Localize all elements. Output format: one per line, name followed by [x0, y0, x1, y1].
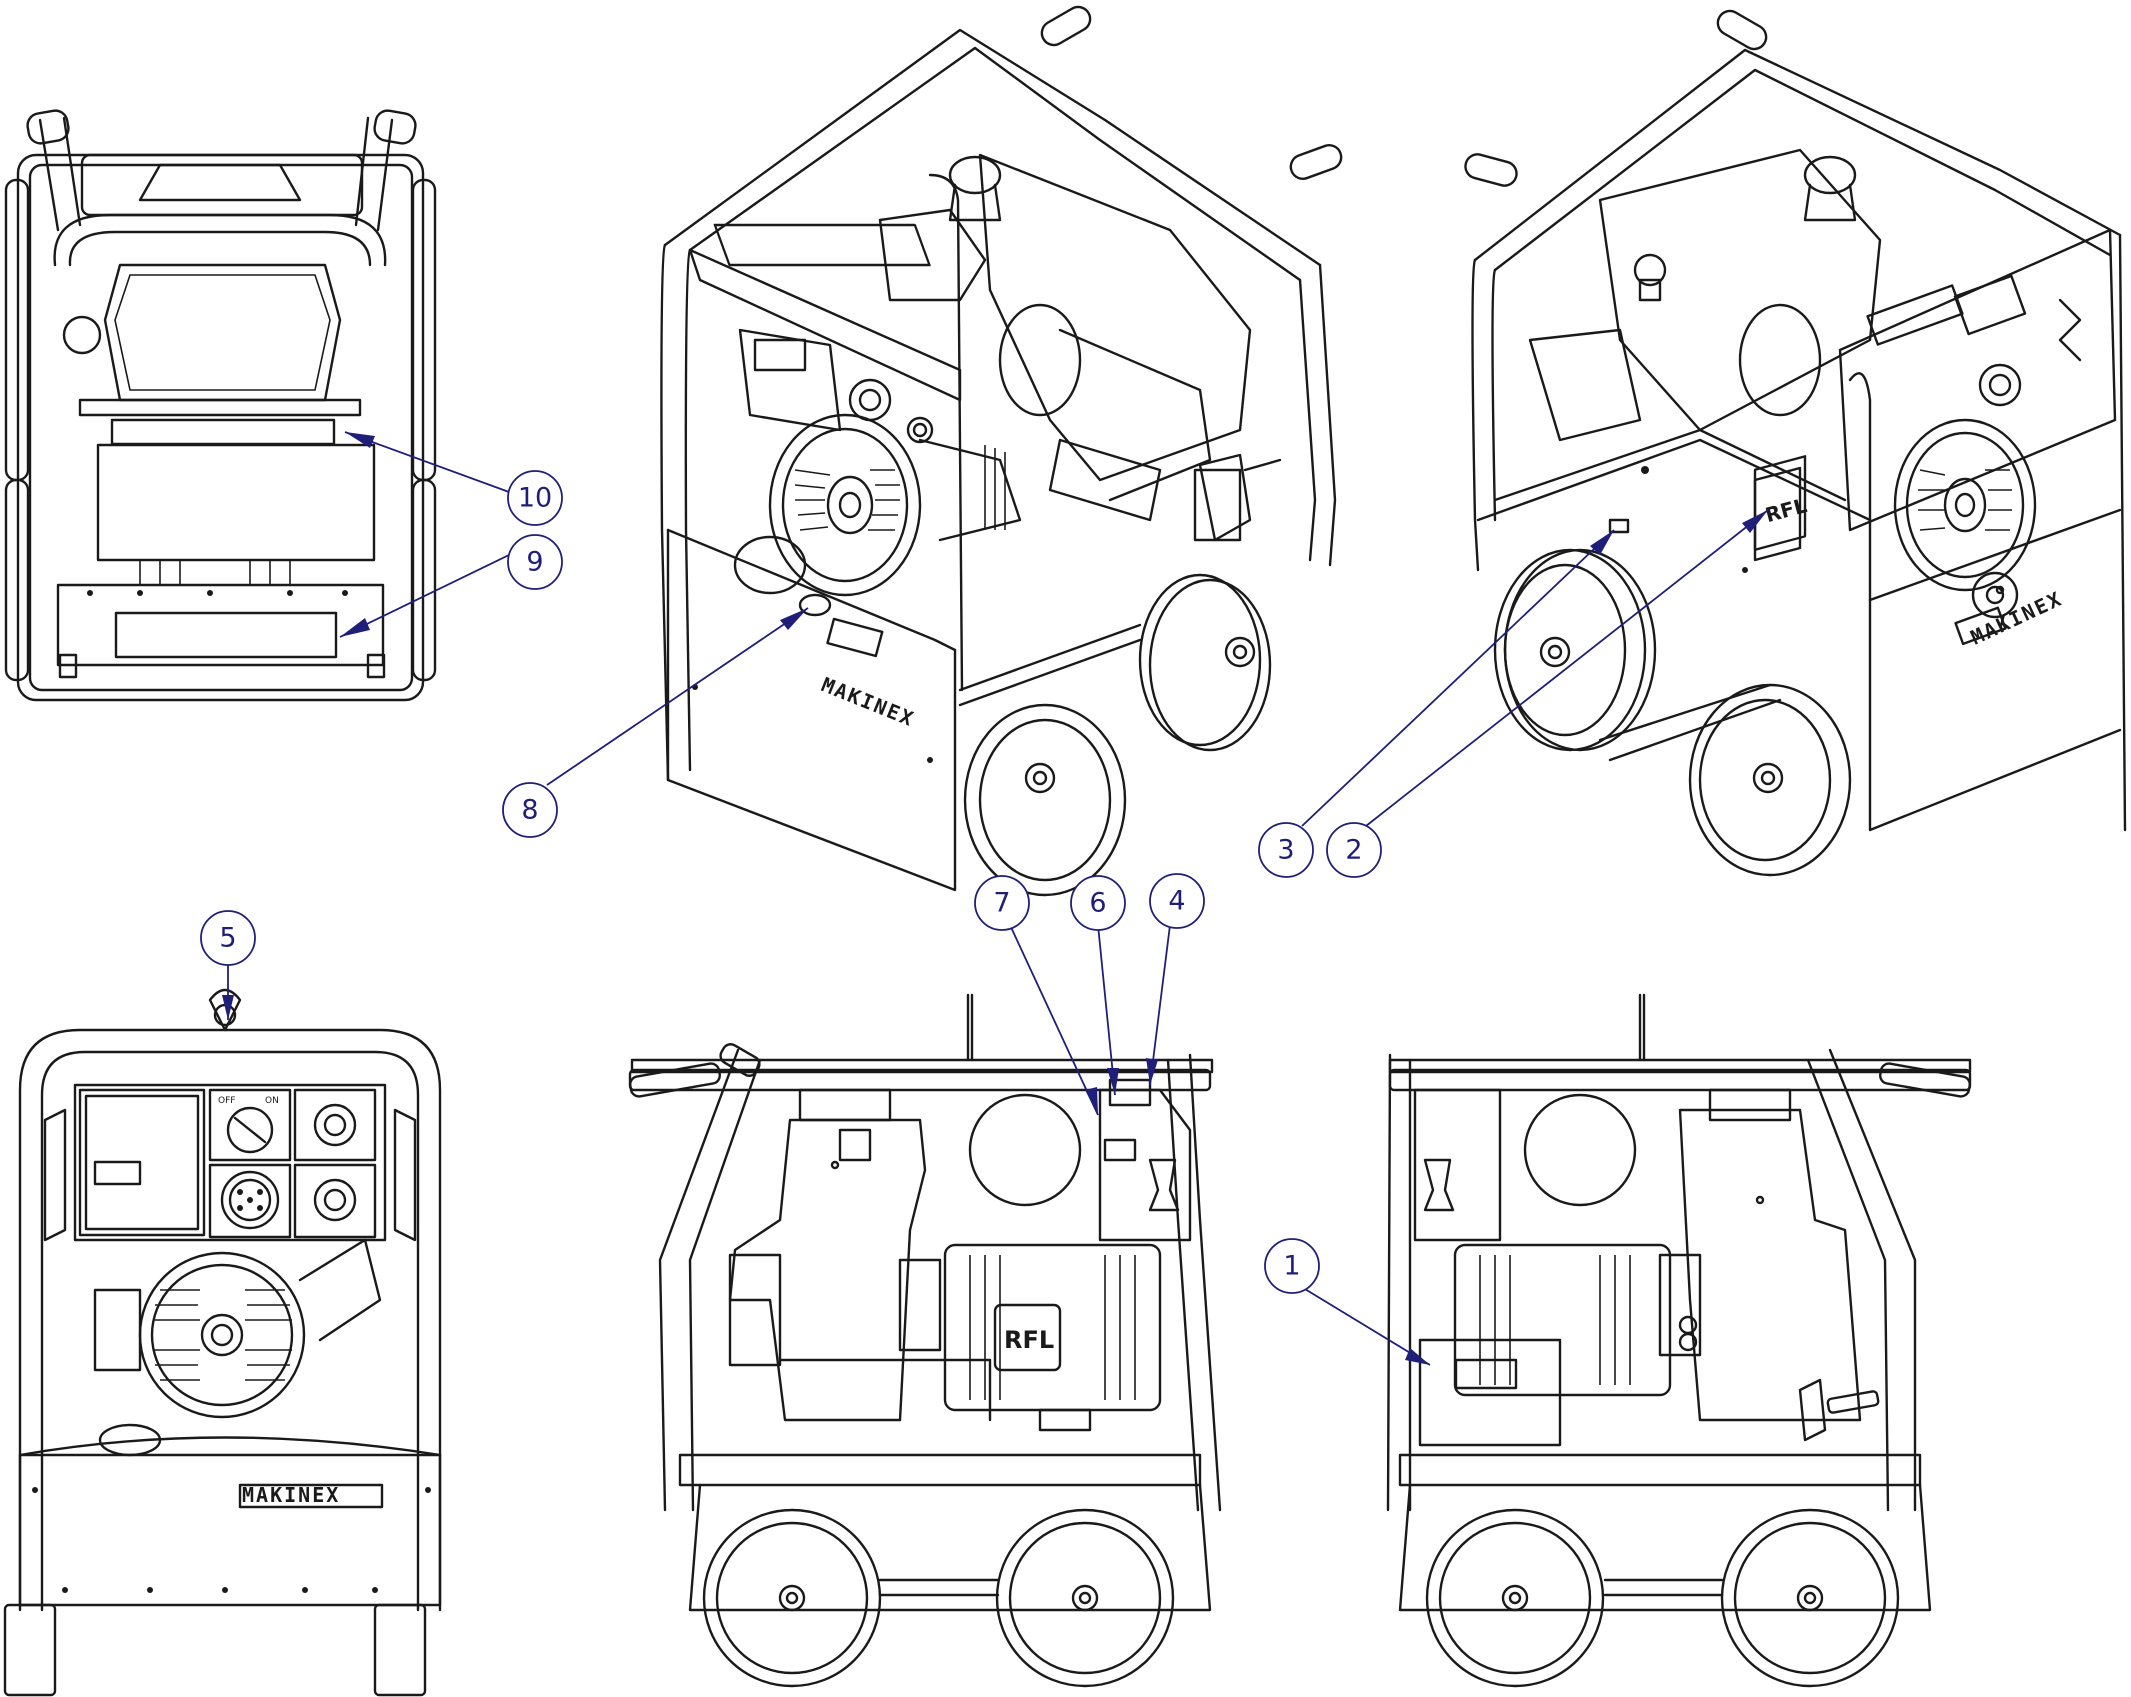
label-plate-10	[110, 418, 336, 446]
label-plate-3	[1608, 518, 1630, 534]
label-plate-9	[114, 611, 338, 659]
svg-text:2: 2	[1345, 835, 1362, 866]
svg-text:5: 5	[219, 923, 236, 954]
callout-balloon-4: 4	[1149, 873, 1205, 929]
svg-text:1: 1	[1283, 1251, 1300, 1282]
isometric-view-left: MAKINEX	[660, 5, 1343, 897]
brand-logo-iso-left: MAKINEX	[818, 672, 918, 731]
svg-text:6: 6	[1089, 888, 1106, 919]
callout-balloon-7: 7	[974, 875, 1030, 931]
callout-balloon-6: 6	[1070, 875, 1126, 931]
isometric-view-right: RFL MAKINEX	[1464, 9, 2127, 877]
svg-text:9: 9	[526, 547, 543, 578]
switch-label-off: OFF	[218, 1096, 235, 1106]
callout-balloon-10: 10	[507, 470, 563, 526]
svg-text:3: 3	[1277, 835, 1294, 866]
callout-balloon-2: 2	[1326, 822, 1382, 878]
front-view: OFF ON MAKINEX	[3, 988, 442, 1697]
top-view	[4, 109, 437, 702]
callout-balloon-5: 5	[200, 910, 256, 966]
svg-text:8: 8	[521, 795, 538, 826]
svg-text:7: 7	[993, 888, 1010, 919]
brand-logo-front: MAKINEX	[242, 1483, 340, 1507]
svg-text:4: 4	[1168, 886, 1185, 917]
svg-text:10: 10	[518, 483, 552, 514]
motor-label-side: RFL	[1004, 1326, 1054, 1354]
side-view-right	[1386, 993, 1972, 1688]
callouts: 10 9 8 3 2 7 6 4	[200, 431, 1769, 1366]
motor-label-iso: RFL	[1763, 493, 1810, 527]
callout-balloon-3: 3	[1258, 822, 1314, 878]
side-view-left: RFL	[628, 993, 1222, 1688]
callout-balloon-8: 8	[502, 782, 558, 838]
label-plate-1	[1454, 1358, 1518, 1390]
callout-balloon-1: 1	[1264, 1238, 1320, 1294]
callout-balloon-9: 9	[507, 534, 563, 590]
switch-label-on: ON	[265, 1096, 279, 1106]
